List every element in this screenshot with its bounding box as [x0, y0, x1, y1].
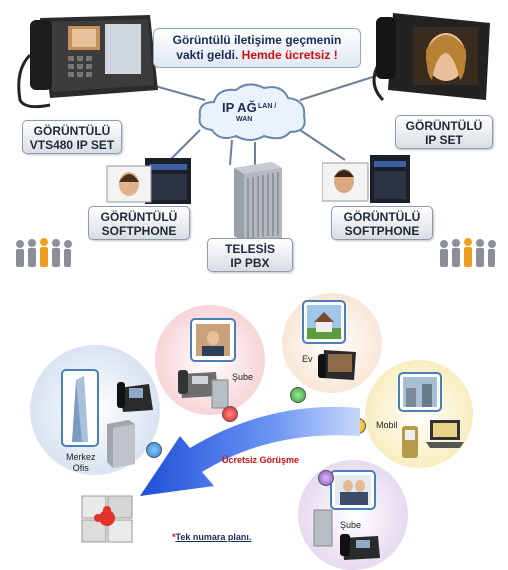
sube-bottom-label: Şube	[340, 520, 362, 530]
single-number-plan-note: *Tek numara planı.	[172, 532, 251, 542]
cloud-sub1: LAN /	[258, 103, 277, 110]
merkez-ofis-phone-image	[117, 382, 153, 412]
label-softphone-right-line2: SOFTPHONE	[344, 224, 420, 238]
sube-top-photo-image	[190, 318, 236, 362]
sube-top-pbx-image	[211, 379, 229, 409]
label-vts480-line2: VTS480 IP SET	[29, 138, 115, 152]
ip-set-phone-image	[372, 13, 490, 102]
merkez-ofis-pbx-image	[107, 420, 135, 468]
label-softphone-left-line1: GÖRÜNTÜLÜ	[100, 210, 178, 224]
sube-top-phone-image	[178, 370, 218, 398]
free-call-arrow	[140, 406, 360, 496]
cloud-title: IP AĞ	[222, 100, 257, 115]
mobil-handset-image	[402, 426, 418, 458]
ip-network-cloud	[198, 83, 306, 141]
label-ip-set: GÖRÜNTÜLÜ IP SET	[395, 115, 493, 149]
sube-bottom-photo-image	[330, 470, 376, 510]
merkez-ofis-label: Merkez Ofis	[66, 452, 96, 474]
merkez-ofis-line2: Ofis	[72, 463, 89, 473]
sube-bottom-phone-image	[340, 534, 380, 560]
mobil-photo-image	[398, 372, 442, 412]
plan-star: *	[172, 532, 176, 542]
softphone-left-image	[106, 158, 191, 204]
label-vts480: GÖRÜNTÜLÜ VTS480 IP SET	[22, 120, 122, 154]
people-group-left-icon	[16, 238, 72, 267]
label-softphone-right: GÖRÜNTÜLÜ SOFTPHONE	[331, 206, 433, 240]
sube-top-label: Şube	[232, 372, 254, 382]
label-softphone-left-line2: SOFTPHONE	[101, 224, 177, 238]
callout-line2: vakti geldi. Hemde ücretsiz !	[154, 48, 360, 63]
status-dot-red	[222, 406, 238, 422]
softphone-right-image	[322, 155, 410, 203]
sube-bottom-pbx-image	[313, 509, 333, 547]
free-call-text: Ücretsiz Görüşme	[222, 455, 300, 465]
ev-videophone-image	[318, 350, 356, 380]
promo-callout: Görüntülü iletişime geçmenin vakti geldi…	[153, 28, 361, 68]
callout-line1: Görüntülü iletişime geçmenin	[172, 33, 342, 47]
merkez-ofis-line1: Merkez	[66, 452, 96, 462]
ev-house-image	[302, 300, 346, 344]
callout-line2-prefix: vakti geldi.	[176, 48, 239, 62]
mobil-label: Mobil	[376, 420, 398, 430]
status-dot-blue	[146, 442, 162, 458]
label-softphone-left: GÖRÜNTÜLÜ SOFTPHONE	[88, 206, 190, 240]
label-softphone-right-line1: GÖRÜNTÜLÜ	[343, 210, 421, 224]
label-ip-set-line1: GÖRÜNTÜLÜ	[405, 119, 483, 133]
label-ip-set-line2: IP SET	[425, 133, 463, 147]
merkez-ofis-building-image	[61, 369, 99, 447]
vts480-phone-image	[17, 15, 158, 109]
mobil-laptop-image	[426, 420, 464, 448]
people-group-right-icon	[440, 238, 496, 267]
puzzle-icon	[81, 495, 133, 543]
status-dot-green	[290, 387, 306, 403]
label-pbx-line2: IP PBX	[230, 256, 270, 270]
cloud-sub2: WAN	[236, 116, 253, 123]
ev-label: Ev	[302, 354, 313, 364]
label-pbx: TELESİS IP PBX	[207, 238, 293, 272]
plan-text: Tek numara planı.	[175, 532, 252, 542]
status-dot-purple	[318, 470, 334, 486]
callout-highlight: Hemde ücretsiz !	[241, 48, 338, 62]
label-vts480-line1: GÖRÜNTÜLÜ	[33, 124, 111, 138]
label-pbx-line1: TELESİS	[224, 242, 275, 256]
ip-pbx-image	[234, 162, 282, 242]
